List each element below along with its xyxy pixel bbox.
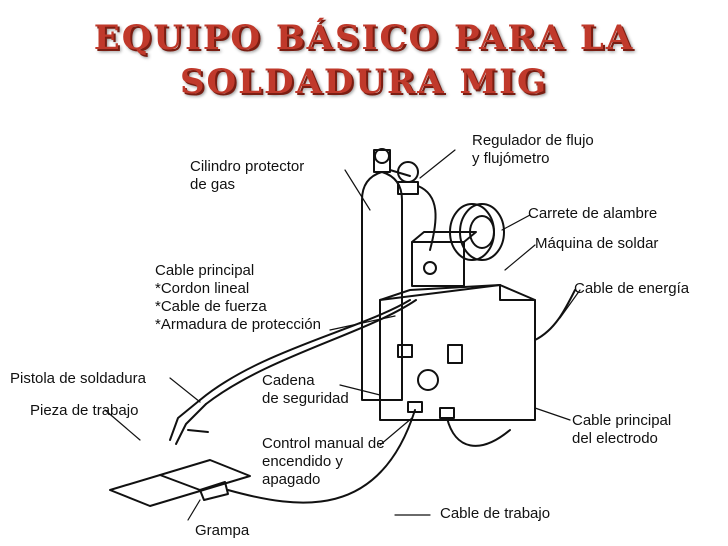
label-cable-energia: Cable de energía — [574, 280, 690, 297]
label-cable-trabajo: Cable de trabajo — [440, 505, 551, 522]
label-pistola: Pistola de soldadura — [10, 370, 146, 387]
label-cilindro: Cilindro protector de gas — [190, 158, 305, 193]
label-control: Control manual de encendido y apagado — [262, 435, 385, 488]
ground-clamp — [199, 481, 229, 501]
label-cadena: Cadena de seguridad — [262, 372, 349, 407]
label-cable-principal: Cable principal *Cordon lineal *Cable de… — [155, 262, 321, 333]
label-cable-electrodo: Cable principal del electrodo — [572, 412, 672, 447]
label-pieza: Pieza de trabajo — [30, 402, 139, 419]
workpiece — [109, 459, 251, 507]
welding-machine — [379, 284, 536, 421]
title-line-1: EQUIPO BÁSICO PARA LA — [93, 18, 635, 58]
label-regulador: Regulador de flujo y flujómetro — [472, 132, 594, 167]
label-grampa: Grampa — [195, 522, 250, 539]
gas-cylinder — [361, 148, 411, 401]
wire-spool — [449, 203, 505, 261]
label-maquina: Máquina de soldar — [535, 235, 659, 252]
welding-gun — [169, 399, 209, 445]
title-line-2: SOLDADURA MIG — [179, 62, 549, 102]
label-carrete: Carrete de alambre — [528, 205, 658, 222]
